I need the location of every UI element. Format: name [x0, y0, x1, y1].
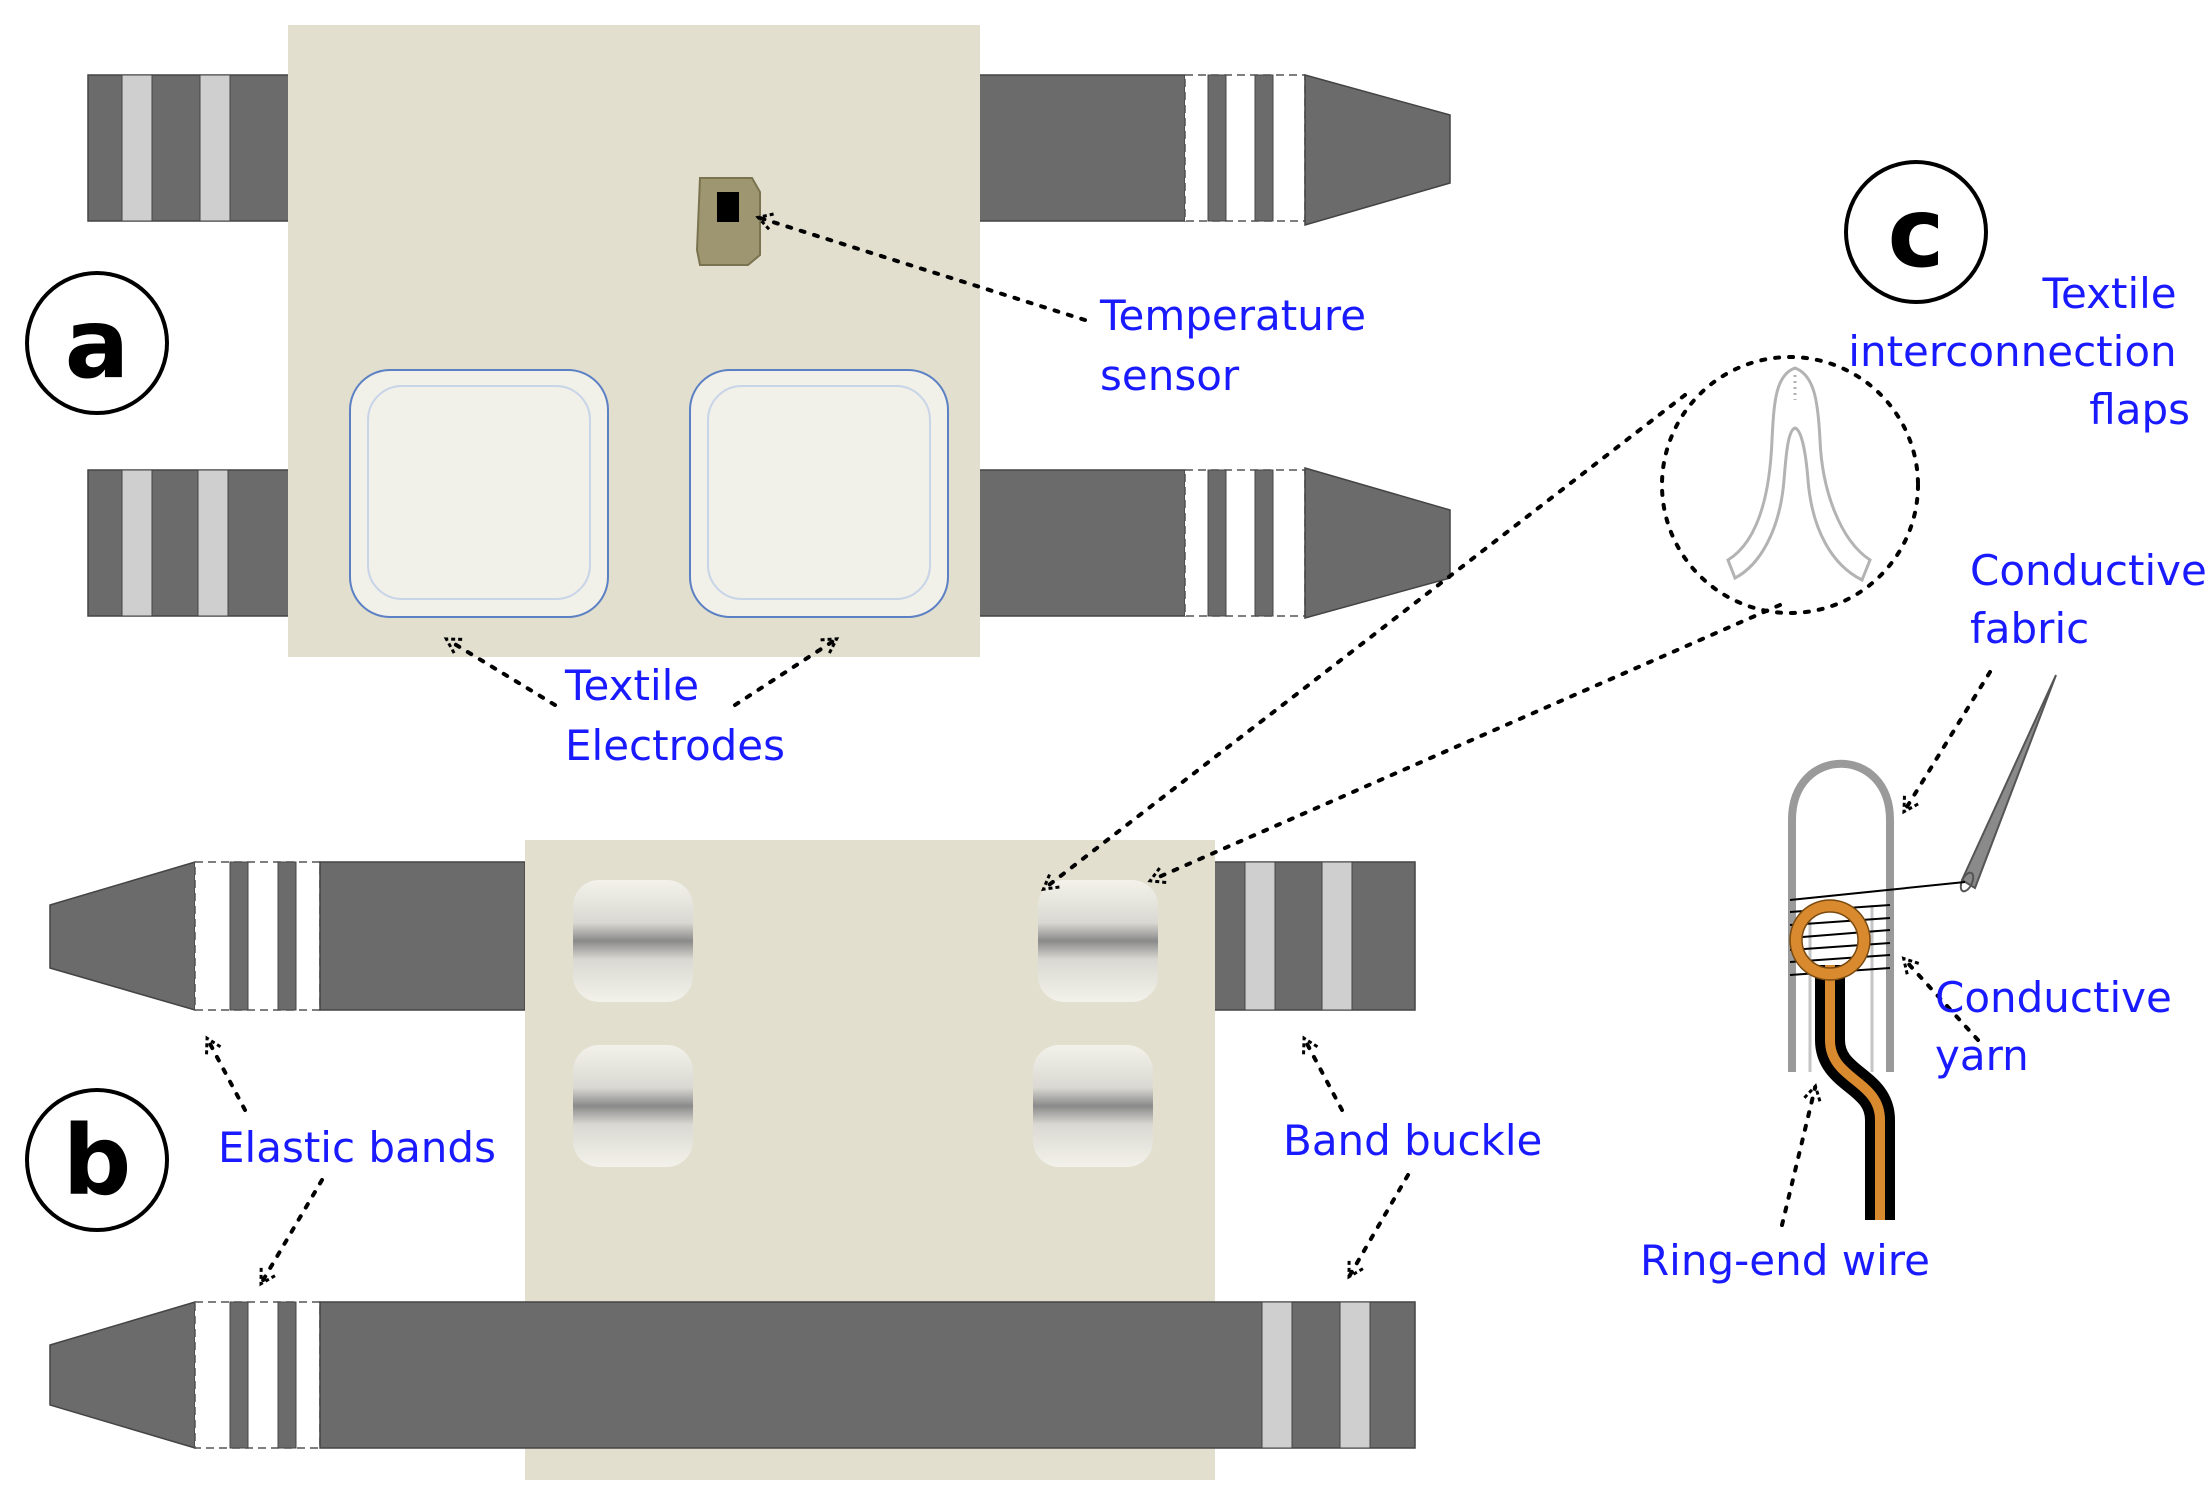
panel-a-elastic-band-bottom-left — [87, 469, 294, 617]
textile-electrode-left — [349, 369, 609, 618]
elastic-bands-arrow-down — [262, 1178, 324, 1282]
panel-label-a: a — [25, 271, 169, 415]
conductive-fabric-loop-inner — [1808, 905, 1874, 1072]
textile-electrode-right — [689, 369, 949, 618]
conductive-yarn-arrow — [1905, 960, 1980, 1042]
svg-text:b: b — [63, 1105, 132, 1217]
flap-detail-shape — [1726, 366, 1872, 583]
conductive-fabric-arrow — [1905, 670, 1992, 810]
flap-detail-magnifier — [1660, 355, 1920, 615]
needle-icon — [1959, 674, 2057, 893]
ring-end-wire — [1789, 899, 1895, 1220]
band-buckle-arrow-down — [1350, 1173, 1410, 1275]
band-buckle-arrow-up — [1305, 1040, 1344, 1112]
textile-interconnection-flaps-label: Textile interconnection flaps — [1848, 269, 2190, 434]
panel-c: c Textile interconnection flaps Conducti… — [1045, 160, 2211, 1285]
textile-electrodes-label: Textile Electrodes — [564, 661, 785, 770]
temperature-sensor-arrow — [760, 218, 1087, 322]
svg-text:a: a — [65, 288, 130, 400]
panel-a-band-buckle-top-right — [974, 74, 1451, 226]
panel-label-c: c — [1844, 160, 1988, 304]
panel-label-b: b — [25, 1088, 169, 1232]
panel-a-elastic-band-top-left — [87, 74, 294, 222]
textile-electrodes-arrow-right — [733, 640, 835, 707]
interconnection-flap-top-right — [1038, 880, 1158, 1002]
panel-b-elastic-band-upper-left — [49, 860, 526, 1011]
panel-b-elastic-band-long — [49, 1300, 1416, 1450]
interconnection-flap-bottom-right — [1033, 1045, 1153, 1167]
svg-text:c: c — [1888, 177, 1945, 289]
conductive-yarn-label: Conductive yarn — [1935, 973, 2185, 1080]
ring-end-wire-label: Ring-end wire — [1640, 1236, 1930, 1285]
flap-link-arrow-left — [1045, 393, 1687, 888]
conductive-fabric-label: Conductive fabric — [1970, 546, 2211, 653]
temperature-sensor-label: Temperature sensor — [1099, 291, 1379, 400]
elastic-bands-arrow-up — [208, 1040, 247, 1112]
band-buckle-label: Band buckle — [1283, 1116, 1542, 1165]
conductive-fabric-loop — [1788, 759, 1894, 1072]
interconnection-flap-top-left — [573, 880, 693, 1002]
panel-b: b Elastic bands Band buckle — [25, 840, 1542, 1480]
temperature-sensor — [695, 177, 761, 266]
elastic-bands-label: Elastic bands — [218, 1123, 496, 1172]
ring-end-wire-arrow — [1780, 1088, 1815, 1227]
flap-link-arrow-right — [1152, 603, 1782, 880]
panel-b-band-buckle-upper-right — [1209, 861, 1416, 1011]
panel-a: a Temperature sensor Textile Electrodes — [25, 25, 1451, 770]
interconnection-flap-bottom-left — [573, 1045, 693, 1167]
conductive-yarn-threads — [1789, 881, 1966, 976]
panel-a-band-buckle-bottom-right — [974, 467, 1451, 619]
